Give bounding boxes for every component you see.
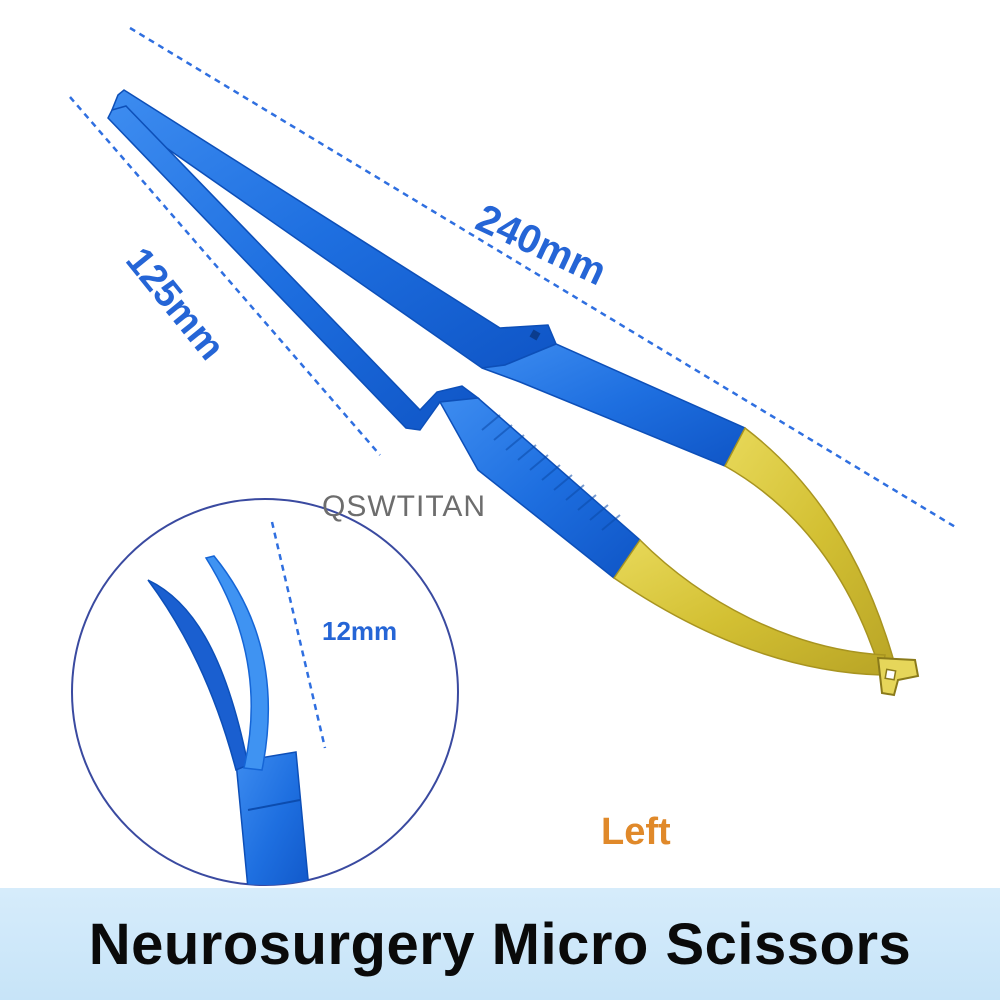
brand-watermark: QSWTITAN — [322, 490, 487, 523]
banner-title: Neurosurgery Micro Scissors — [88, 911, 912, 977]
inset-left-blade — [147, 579, 249, 772]
tip-length-guide — [270, 521, 327, 749]
lower-handle — [438, 397, 641, 580]
total-length-guide — [129, 26, 958, 530]
blade-length-guide — [69, 96, 381, 456]
tip-length-label: 12mm — [322, 616, 398, 646]
spring-latch — [876, 656, 920, 697]
side-label: Left — [601, 811, 671, 853]
inset-shaft — [235, 751, 311, 885]
scissors — [107, 89, 920, 697]
inset-right-blade — [204, 555, 270, 771]
pivot-screw — [529, 329, 541, 341]
tip-detail-inset — [71, 498, 459, 886]
title-banner: Neurosurgery Micro Scissors — [0, 888, 1000, 1000]
grip-texture — [481, 414, 621, 531]
